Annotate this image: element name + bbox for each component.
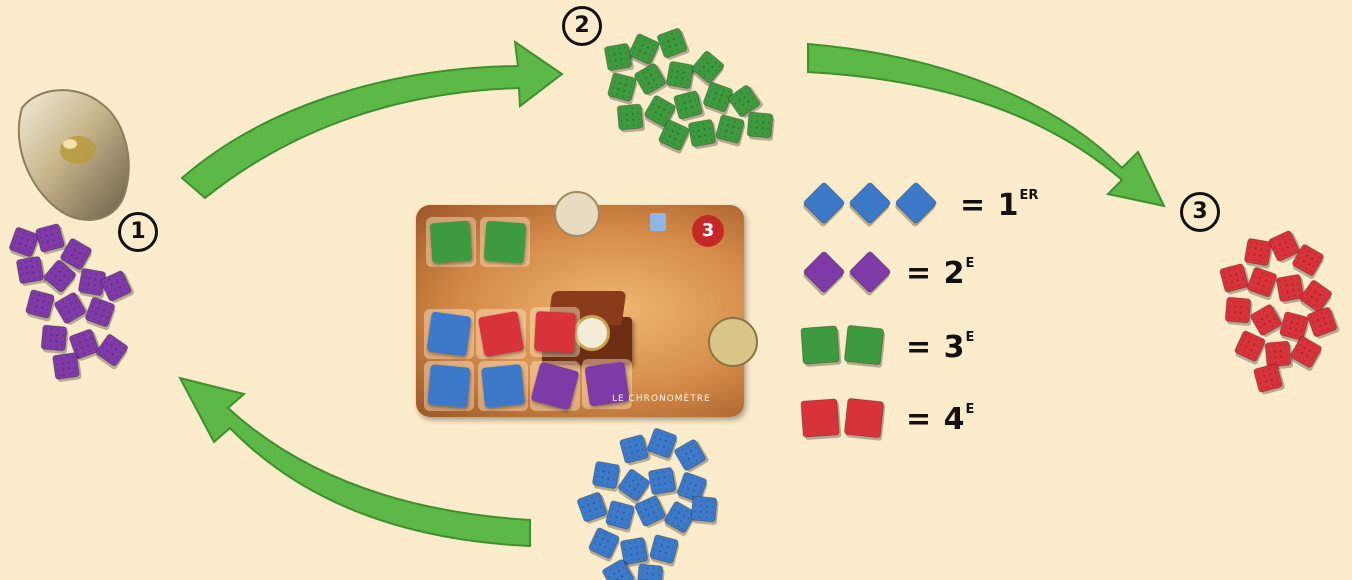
green-cube-pile-cube [689,50,726,87]
step-1-label: 1 [118,212,158,252]
legend-green-cube [801,326,842,368]
legend-purple-cubes [801,251,893,297]
purple-cube-pile-cube [54,291,90,327]
green-cube-pile-cube [634,62,670,98]
step-2-label: 2 [562,6,602,46]
green-cube-pile-cube [604,43,634,74]
arrow-1-to-2 [182,42,562,198]
blue-cube-pile-cube [649,534,681,567]
legend-red-cube [801,399,842,441]
card-cube [478,311,524,357]
legend-rank: 1 [998,188,1020,223]
green-cube-pile-cube [715,114,747,147]
legend-rank-1: = 1ER [960,188,1038,223]
legend-rank-2: = 2E [906,256,974,291]
blue-cube-pile-cube [577,491,611,525]
legend-blue-cube [801,182,847,228]
green-cube-pile-cube [657,27,691,61]
green-cube-pile-cube [747,112,775,141]
coin-token-icon [554,191,600,237]
gold-nugget-token-icon [708,317,758,367]
gold-nugget-icon [19,90,129,220]
card-cube [426,311,471,356]
legend-purple-cube [801,251,847,297]
legend-rank-4: = 4E [906,402,974,437]
card-cube [430,221,473,264]
legend-green-cube [844,325,886,368]
legend-rank-suffix: E [965,330,974,345]
legend-rank-suffix: E [965,402,974,417]
blue-cube-pile-cube [691,496,719,525]
legend-red-cube [844,398,886,441]
blue-cube-pile-cube [674,438,710,474]
purple-cube-pile-cube [16,256,46,287]
blue-cube-pile-cube [648,467,678,498]
legend-blue-cubes [801,182,939,228]
card-cube [534,311,576,353]
blue-cube-pile-cube [619,434,651,467]
purple-cube-pile-cube [41,325,69,354]
arrow-2-to-3 [808,44,1164,206]
blue-cube-pile-cube [592,461,622,492]
red-cube-pile-cube [1225,297,1253,326]
legend-blue-cube [847,182,893,228]
legend-green-cubes [801,325,886,368]
purple-cube-pile-cube [25,289,57,322]
small-blue-icon [650,213,666,231]
ribbon-badge-icon: 3 [692,215,724,247]
card-cube [484,221,527,264]
legend-equals: = [906,256,932,291]
blue-cube-pile-cube [587,527,622,562]
legend-equals: = [960,188,986,223]
purple-cube-pile-cube [52,352,82,382]
card-cube [481,364,525,408]
legend-rank: 4 [944,402,966,437]
legend-rank: 2 [944,256,966,291]
green-cube-pile-cube [607,72,639,105]
purple-cube-pile-cube [84,297,118,331]
purple-cube-pile-cube [35,223,67,256]
legend-equals: = [906,330,932,365]
blue-cube-pile-cube [646,428,680,462]
green-cube-pile-cube [617,104,645,133]
blue-cube-pile-cube [637,564,665,580]
red-cube-pile-cube [1219,263,1251,296]
legend-rank-suffix: E [965,256,974,271]
purple-cube-pile [8,223,135,383]
blue-cube-pile [577,428,719,580]
green-cube-pile [604,27,775,155]
card-caption: LE CHRONOMÈTRE [612,394,711,404]
legend-rank-suffix: ER [1019,188,1038,203]
blue-cube-pile-cube [605,500,637,533]
green-cube-pile-cube [688,119,718,150]
legend-red-cubes [801,398,886,441]
green-cube-pile-cube [666,61,696,92]
legend-blue-cube [893,182,939,228]
legend-purple-cube [847,251,893,297]
legend-equals: = [906,402,932,437]
legend-rank: 3 [944,330,966,365]
green-cube-pile-cube [673,90,705,123]
purple-cube-pile-cube [94,333,131,370]
legend-rank-3: = 3E [906,330,974,365]
player-card: 3 [416,205,744,417]
red-cube-pile-cube [1246,267,1280,301]
step-3-label: 3 [1180,192,1220,232]
red-cube-pile [1219,229,1340,395]
card-cube [427,364,470,407]
